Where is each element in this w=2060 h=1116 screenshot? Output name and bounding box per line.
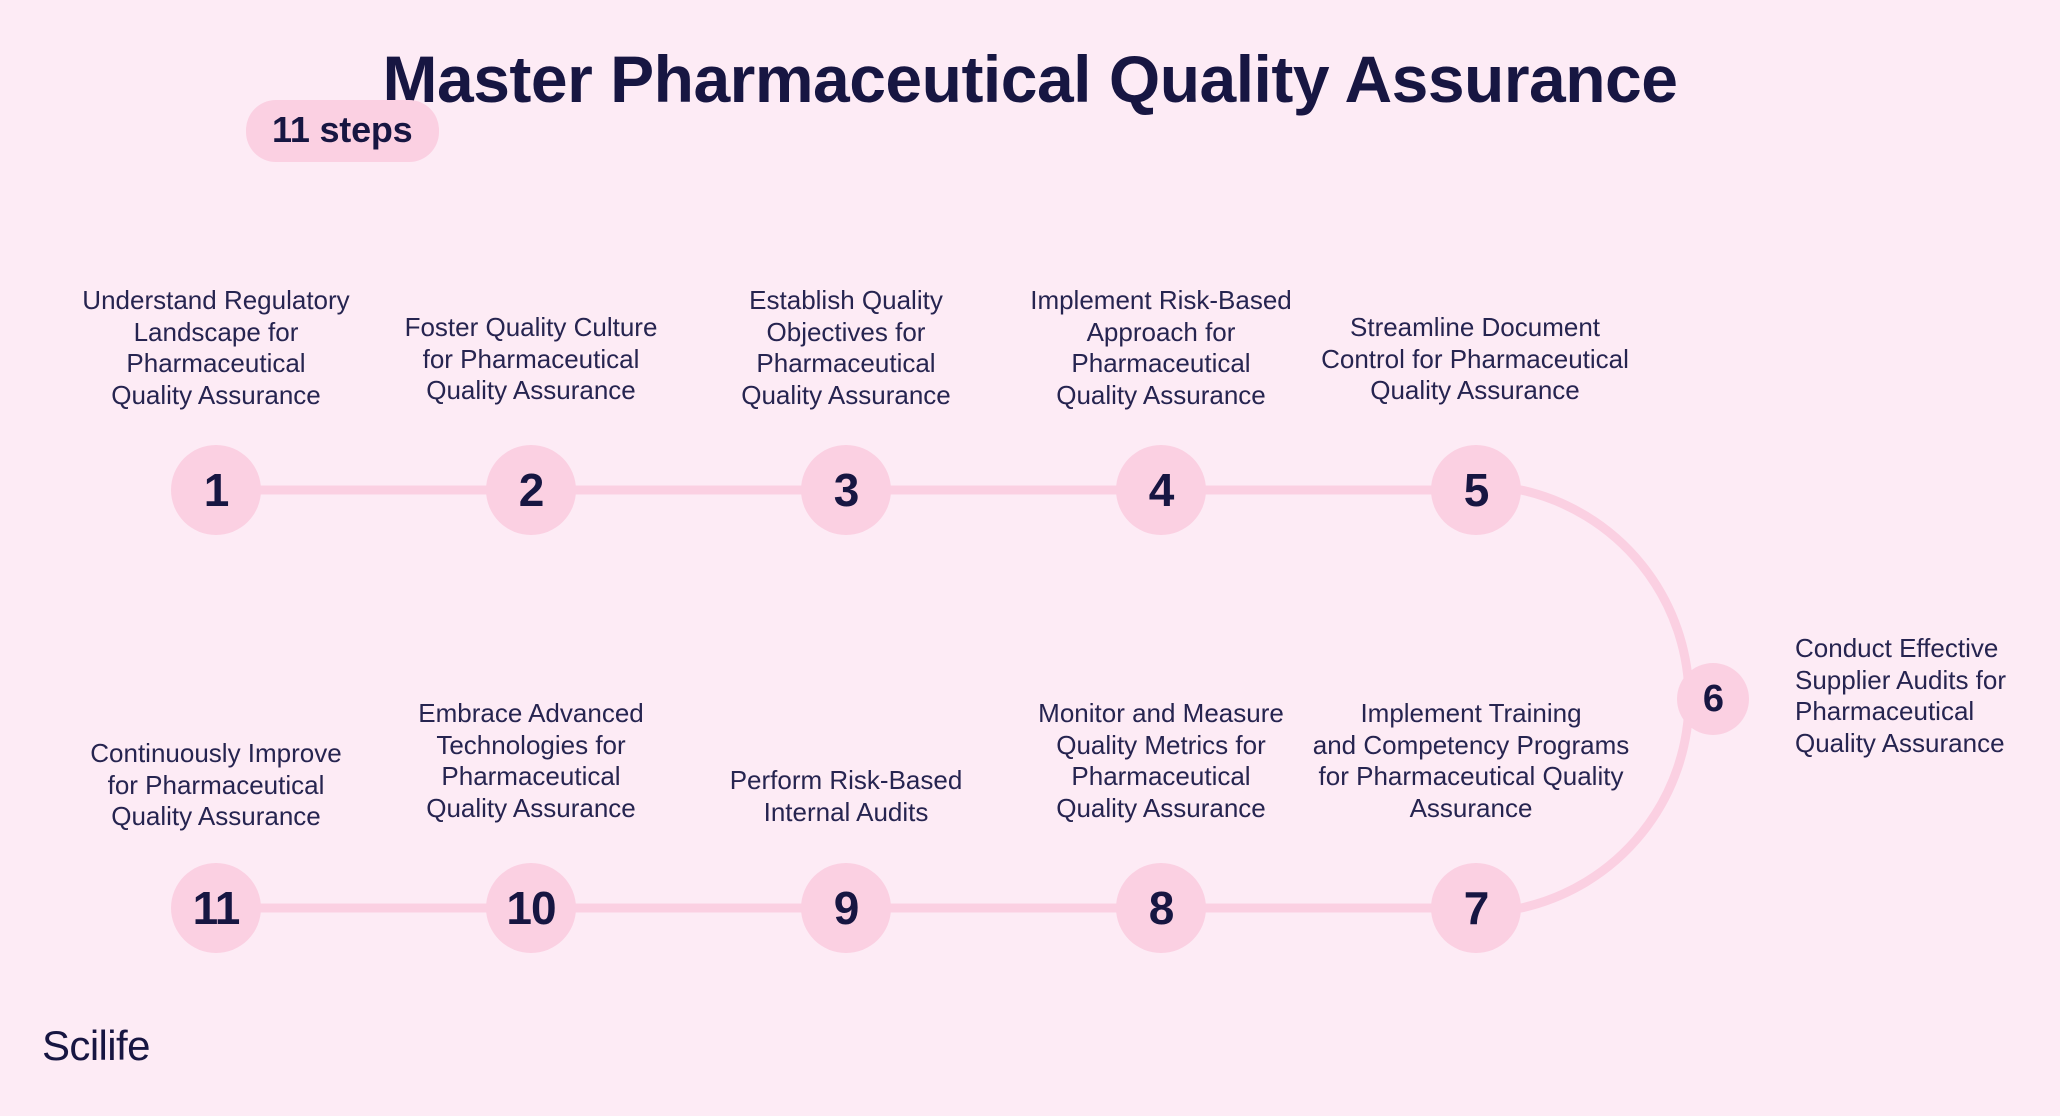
scilife-logo: Scilife bbox=[42, 1022, 150, 1069]
step-label-9: Perform Risk-Based Internal Audits bbox=[729, 765, 963, 827]
step-node-11[interactable]: 11 bbox=[171, 863, 261, 953]
step-node-2[interactable]: 2 bbox=[486, 445, 576, 535]
step-node-10[interactable]: 10 bbox=[486, 863, 576, 953]
step-label-3: Establish Quality Objectives for Pharmac… bbox=[741, 285, 951, 411]
step-node-3[interactable]: 3 bbox=[801, 445, 891, 535]
step-label-5: Streamline Document Control for Pharmace… bbox=[1321, 312, 1629, 406]
step-label-4: Implement Risk-Based Approach for Pharma… bbox=[1030, 285, 1292, 411]
step-label-2: Foster Quality Culture for Pharmaceutica… bbox=[404, 312, 658, 406]
steps-badge-container: 11 steps bbox=[246, 100, 439, 162]
step-label-8: Monitor and Measure Quality Metrics for … bbox=[1038, 698, 1284, 824]
step-label-10: Embrace Advanced Technologies for Pharma… bbox=[418, 698, 644, 824]
step-label-1: Understand Regulatory Landscape for Phar… bbox=[82, 285, 350, 411]
page-title: Master Pharmaceutical Quality Assurance bbox=[382, 42, 1678, 116]
step-label-6: Conduct Effective Supplier Audits for Ph… bbox=[1795, 633, 2007, 759]
step-node-6[interactable]: 6 bbox=[1677, 663, 1749, 735]
step-node-5[interactable]: 5 bbox=[1431, 445, 1521, 535]
step-node-7[interactable]: 7 bbox=[1431, 863, 1521, 953]
steps-badge: 11 steps bbox=[246, 100, 439, 162]
header: Master Pharmaceutical Quality Assurance bbox=[0, 42, 2060, 116]
step-node-4[interactable]: 4 bbox=[1116, 445, 1206, 535]
step-label-7: Implement Training and Competency Progra… bbox=[1312, 698, 1630, 824]
step-node-9[interactable]: 9 bbox=[801, 863, 891, 953]
step-node-8[interactable]: 8 bbox=[1116, 863, 1206, 953]
step-node-1[interactable]: 1 bbox=[171, 445, 261, 535]
step-label-11: Continuously Improve for Pharmaceutical … bbox=[90, 738, 342, 832]
